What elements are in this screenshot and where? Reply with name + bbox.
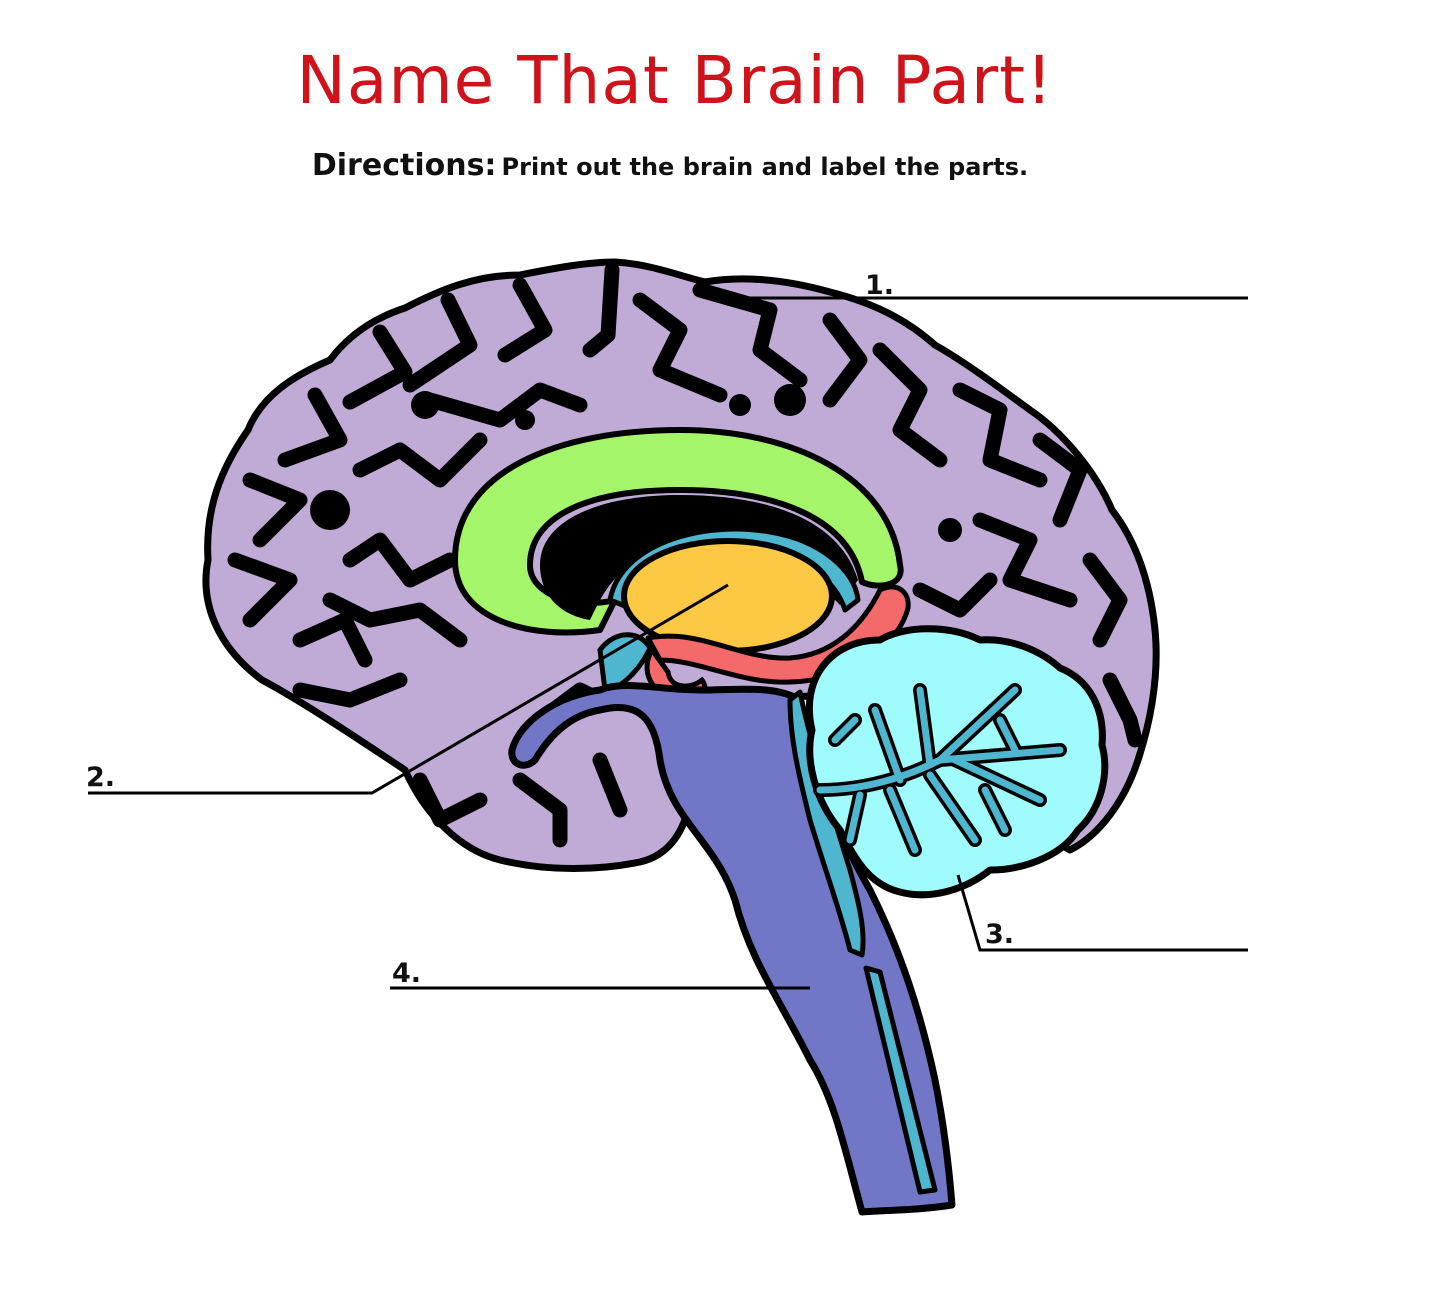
directions: Directions: Print out the brain and labe… xyxy=(0,148,1340,183)
arbor-vitae-core xyxy=(816,686,1064,854)
label-4: 4. xyxy=(392,958,421,989)
worksheet-title: Name That Brain Part! xyxy=(296,42,1054,119)
spinal-canal xyxy=(863,965,938,1195)
label-2: 2. xyxy=(86,762,115,793)
sulci-spots xyxy=(310,384,962,542)
leader-line-3 xyxy=(956,874,1248,952)
directions-text: Print out the brain and label the parts. xyxy=(501,153,1029,181)
corpus-callosum xyxy=(452,427,904,636)
directions-label: Directions: xyxy=(311,148,497,183)
lateral-ventricle-dark xyxy=(540,495,858,620)
leader-line-2 xyxy=(88,583,729,795)
leader-lines xyxy=(88,296,1248,990)
label-3: 3. xyxy=(985,919,1014,950)
label-1: 1. xyxy=(865,270,894,301)
